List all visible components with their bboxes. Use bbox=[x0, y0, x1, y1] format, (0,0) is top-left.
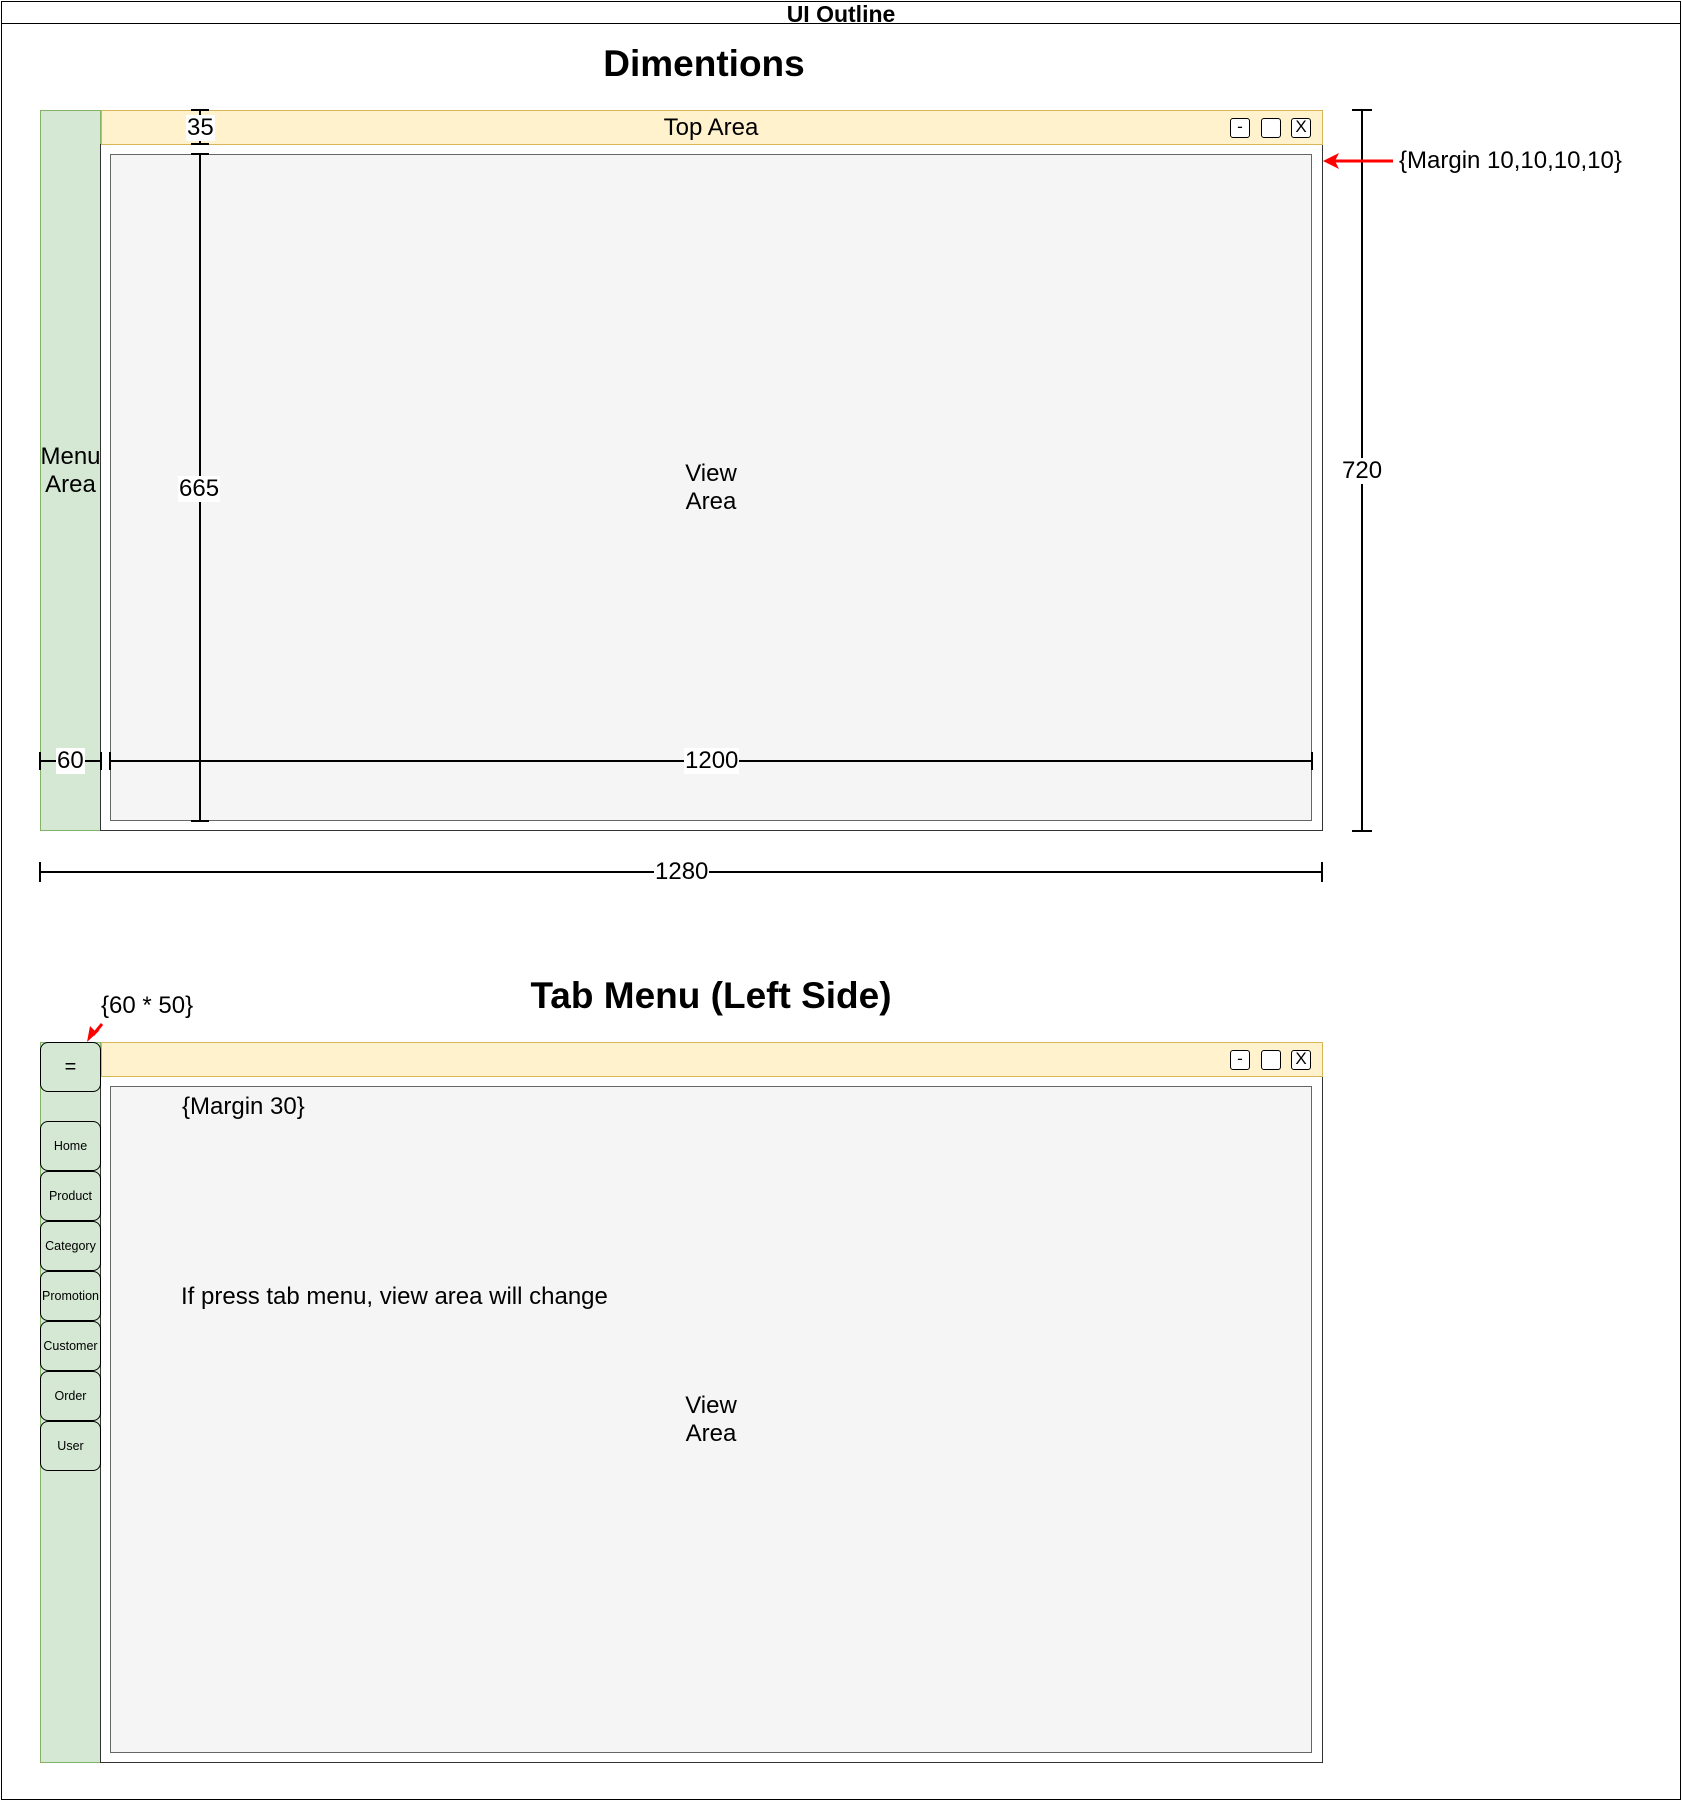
minimize-button[interactable]: - bbox=[1230, 118, 1250, 138]
tab-customer[interactable]: Customer bbox=[40, 1321, 101, 1371]
margin-30-note: {Margin 30} bbox=[182, 1093, 305, 1120]
menu-area-label: Menu Area bbox=[40, 442, 101, 498]
menu-button-size-note: {60 * 50} bbox=[101, 992, 194, 1019]
margin-note: {Margin 10,10,10,10} bbox=[1399, 147, 1622, 174]
dimentions-heading: Dimentions bbox=[603, 43, 805, 84]
dim-total-height-label: 720 bbox=[1341, 457, 1384, 484]
dim-view-height-label: 665 bbox=[178, 475, 221, 502]
dim-total-width-label: 1280 bbox=[654, 858, 710, 885]
tab-promotion[interactable]: Promotion bbox=[40, 1271, 101, 1321]
top-area-2: - X bbox=[101, 1042, 1323, 1077]
top-area: Top Area - X bbox=[101, 110, 1323, 145]
tab-category[interactable]: Category bbox=[40, 1221, 101, 1271]
view-area-label: View Area bbox=[685, 459, 737, 515]
minimize-button-2[interactable]: - bbox=[1230, 1050, 1250, 1070]
dim-view-width-label: 1200 bbox=[684, 747, 740, 774]
tab-user[interactable]: User bbox=[40, 1421, 101, 1471]
dim-top-height-label: 35 bbox=[186, 114, 215, 141]
tab-behavior-note: If press tab menu, view area will change bbox=[181, 1283, 608, 1310]
maximize-button-2[interactable] bbox=[1261, 1050, 1281, 1070]
tab-product[interactable]: Product bbox=[40, 1171, 101, 1221]
page-title: UI Outline bbox=[786, 1, 896, 27]
title-divider bbox=[1, 23, 1681, 24]
close-button[interactable]: X bbox=[1291, 118, 1311, 138]
tab-order[interactable]: Order bbox=[40, 1371, 101, 1421]
hamburger-menu-button[interactable]: = bbox=[40, 1042, 101, 1092]
tab-menu-heading: Tab Menu (Left Side) bbox=[530, 975, 892, 1016]
close-button-2[interactable]: X bbox=[1291, 1050, 1311, 1070]
view-area-label-2: View Area bbox=[685, 1391, 737, 1447]
maximize-button[interactable] bbox=[1261, 118, 1281, 138]
dim-menu-width-label: 60 bbox=[56, 747, 85, 774]
view-area: View Area bbox=[110, 154, 1312, 821]
tab-home[interactable]: Home bbox=[40, 1121, 101, 1171]
view-area-2: View Area bbox=[110, 1086, 1312, 1753]
top-area-label: Top Area bbox=[663, 113, 759, 141]
